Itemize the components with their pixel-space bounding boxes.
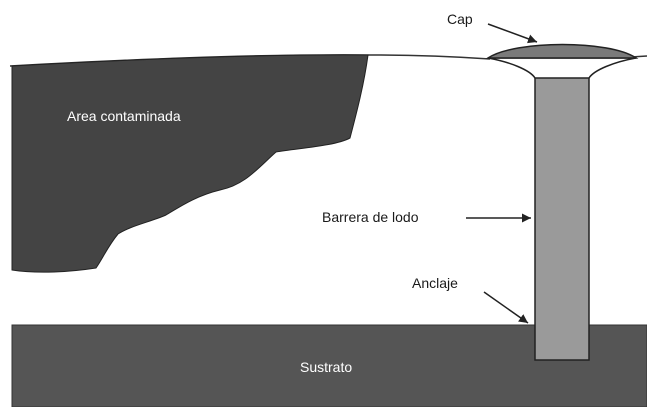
anchor-label: Anclaje [412,275,458,291]
slurry-barrier-wall [534,75,590,361]
anchor-arrow [483,291,529,324]
cap-arrow [487,23,538,44]
cap-label: Cap [447,11,473,27]
slurry-barrier-label: Barrera de lodo [322,209,419,225]
cap-flare [487,57,637,79]
cap-top [485,43,639,59]
substrate-label: Sustrato [300,359,352,375]
contaminated-area-label: Area contaminada [67,108,181,124]
contaminated-area [11,54,369,273]
